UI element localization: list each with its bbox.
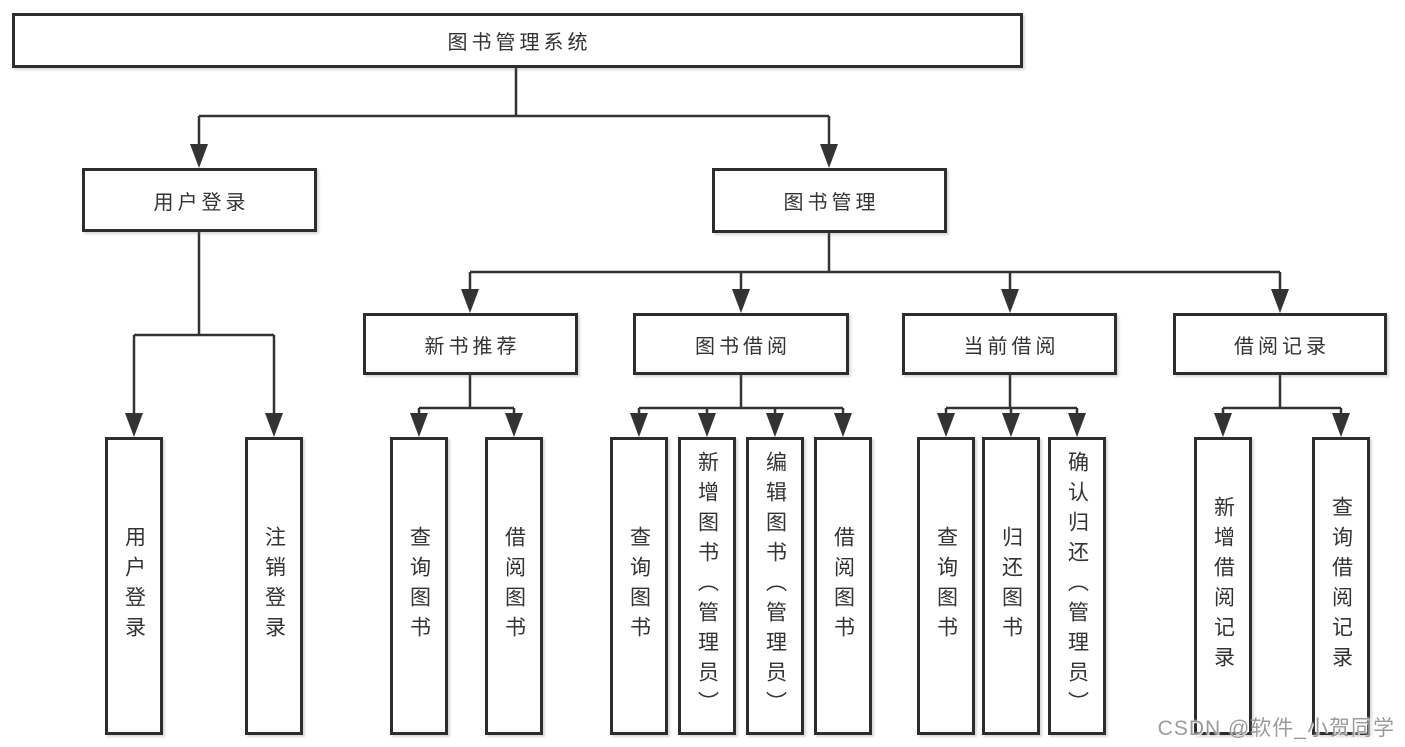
connector-bookmgmt-drop	[470, 233, 1280, 274]
leaf-current-confirm-label: 确认归还（管理员）	[1065, 451, 1089, 721]
leaf-current-confirm: 确认归还（管理员）	[1048, 437, 1106, 735]
leaf-user-login-label: 用户登录	[122, 526, 146, 646]
leaf-records-query-label: 查询借阅记录	[1329, 496, 1353, 676]
leaf-records-query: 查询借阅记录	[1312, 437, 1370, 735]
connector-bookborrow-drop	[639, 375, 843, 410]
leaf-current-query: 查询图书	[917, 437, 975, 735]
leaf-logout: 注销登录	[245, 437, 303, 735]
node-current-borrow-label: 当前借阅	[963, 335, 1060, 358]
node-current-borrow: 当前借阅	[902, 313, 1117, 375]
leaf-current-return-label: 归还图书	[999, 526, 1023, 646]
leaf-borrow-edit: 编辑图书（管理员）	[746, 437, 804, 735]
leaf-newbooks-borrow-label: 借阅图书	[502, 526, 526, 646]
node-new-books: 新书推荐	[363, 313, 578, 375]
leaf-borrow-query: 查询图书	[610, 437, 668, 735]
node-book-mgmt: 图书管理	[712, 168, 947, 233]
leaf-borrow-query-label: 查询图书	[627, 526, 651, 646]
leaf-current-return: 归还图书	[982, 437, 1040, 735]
node-borrow-records: 借阅记录	[1173, 313, 1387, 375]
csdn-watermark: CSDN @软件_小贺同学	[1157, 717, 1395, 740]
connector-currentborrow-drop	[946, 375, 1077, 410]
connector-records-drop	[1223, 375, 1341, 410]
leaf-borrow-borrow: 借阅图书	[814, 437, 872, 735]
node-root: 图书管理系统	[12, 13, 1023, 68]
connector-root-drop	[199, 68, 829, 118]
node-book-borrow-label: 图书借阅	[695, 335, 791, 358]
leaf-borrow-add-label: 新增图书（管理员）	[695, 451, 719, 721]
node-new-books-label: 新书推荐	[424, 335, 521, 358]
connector-userlogin-drop	[134, 232, 274, 337]
leaf-logout-label: 注销登录	[262, 526, 286, 646]
leaf-newbooks-borrow: 借阅图书	[485, 437, 543, 735]
arrowheads	[125, 144, 1350, 437]
node-user-login-label: 用户登录	[153, 191, 250, 214]
leaf-borrow-borrow-label: 借阅图书	[831, 526, 855, 646]
node-user-login: 用户登录	[82, 168, 317, 232]
leaf-borrow-add: 新增图书（管理员）	[678, 437, 736, 735]
leaf-newbooks-query: 查询图书	[390, 437, 448, 735]
node-borrow-records-label: 借阅记录	[1234, 335, 1330, 358]
leaf-user-login: 用户登录	[105, 437, 163, 735]
leaf-newbooks-query-label: 查询图书	[407, 526, 431, 646]
leaf-current-query-label: 查询图书	[934, 526, 958, 646]
leaf-records-add: 新增借阅记录	[1194, 437, 1252, 735]
node-book-borrow: 图书借阅	[633, 313, 849, 375]
leaf-records-add-label: 新增借阅记录	[1211, 496, 1235, 676]
node-root-label: 图书管理系统	[447, 32, 592, 54]
connector-newbooks-drop	[419, 375, 514, 410]
node-book-mgmt-label: 图书管理	[783, 192, 880, 214]
leaf-borrow-edit-label: 编辑图书（管理员）	[763, 451, 787, 721]
